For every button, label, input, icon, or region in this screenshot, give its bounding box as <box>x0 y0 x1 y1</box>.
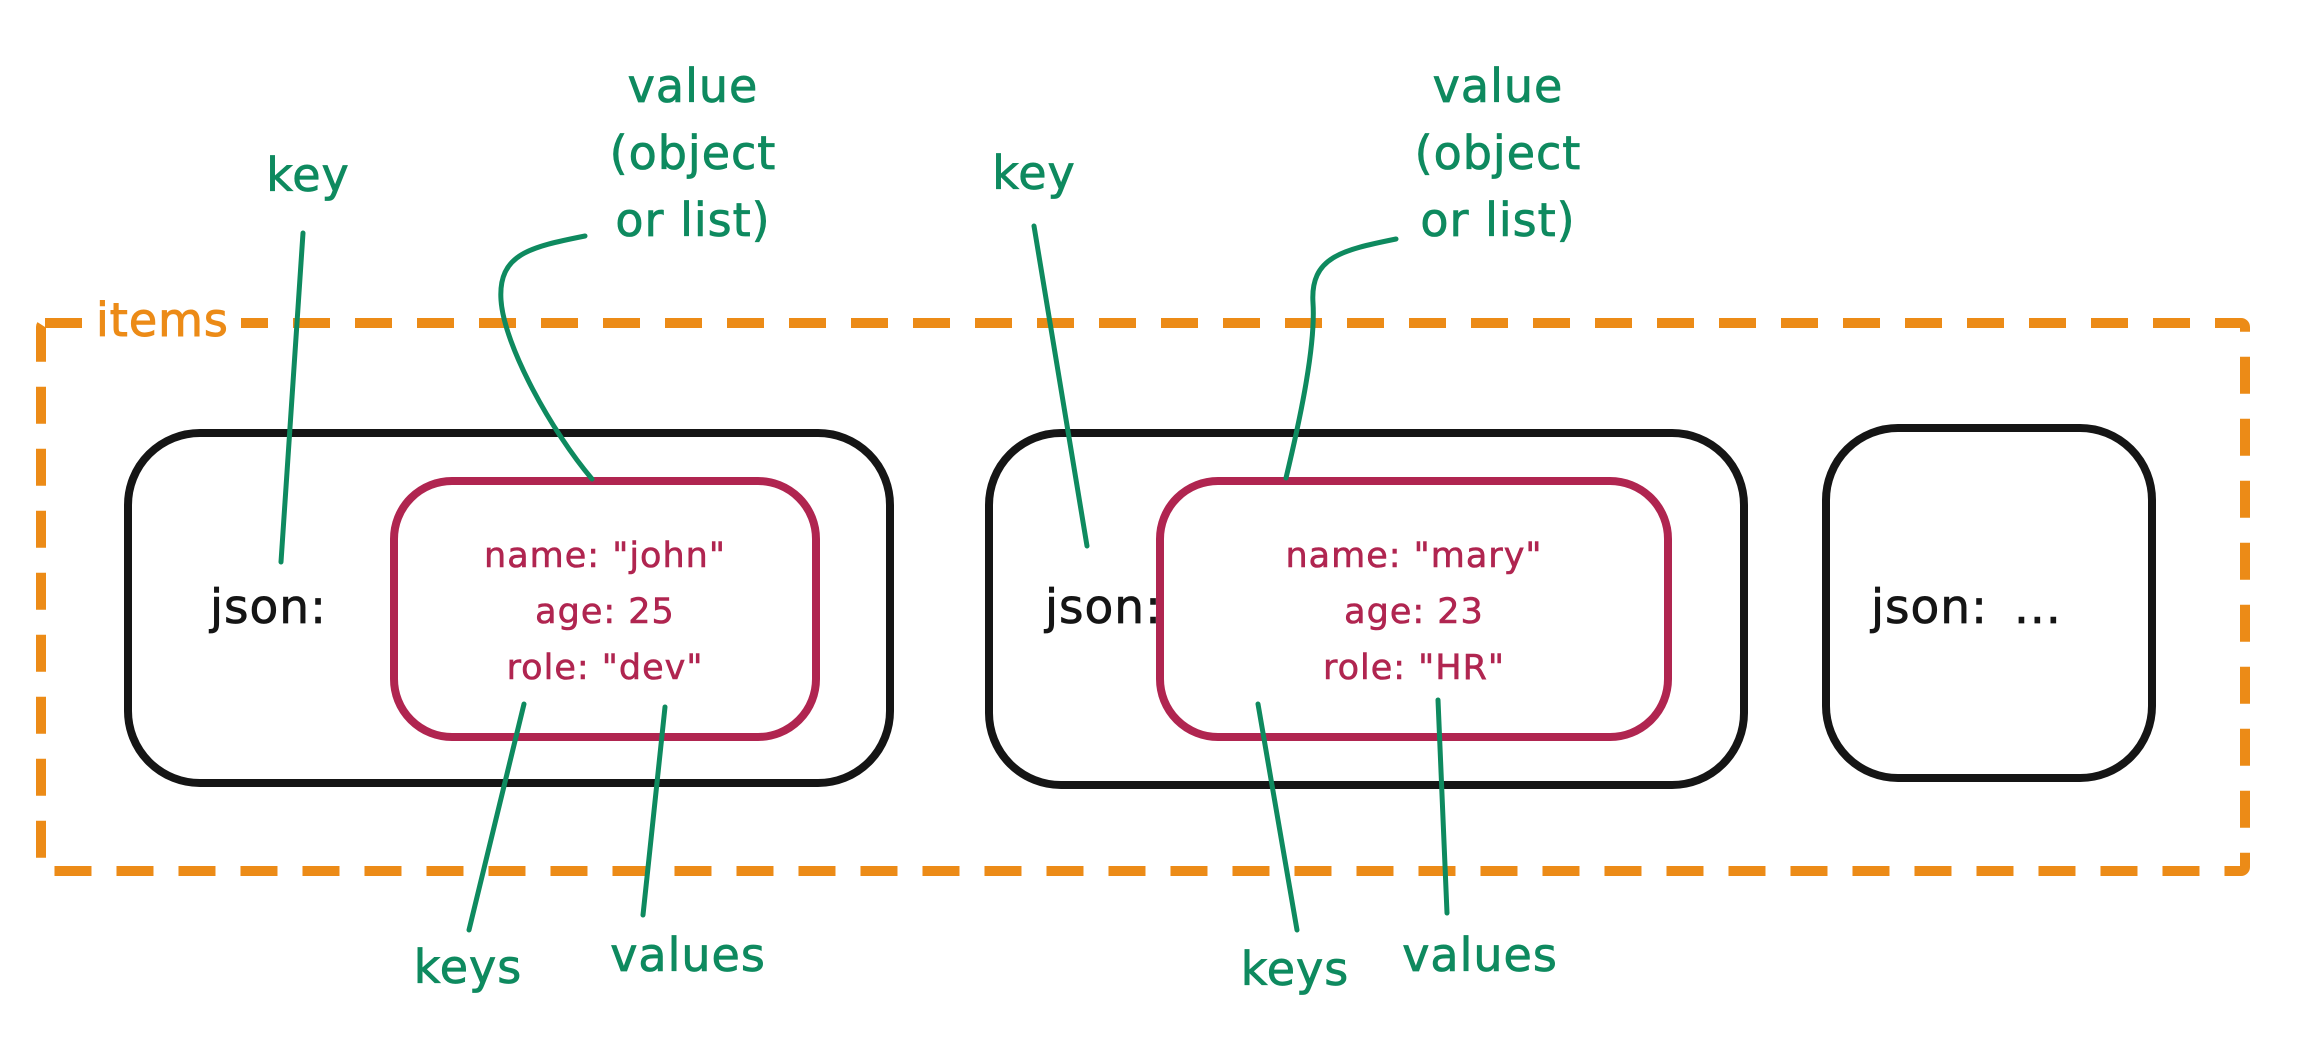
record-1-field-age: age: 25 <box>535 592 675 633</box>
record-2-key-label: json: <box>1045 580 1162 636</box>
object-box-2 <box>1156 477 1672 741</box>
record-box-1 <box>124 429 894 787</box>
record-2-field-role: role: "HR" <box>1322 648 1506 689</box>
key-pointer-line-1 <box>278 230 306 565</box>
record-box-3 <box>1822 424 2156 782</box>
items-container-label: items <box>84 293 241 348</box>
record-3-key-text: json: <box>1871 580 1988 636</box>
record-box-2 <box>985 429 1748 789</box>
record-2-field-name: name: "mary" <box>1285 536 1543 577</box>
record-1-field-name: name: "john" <box>484 536 726 577</box>
value-annotation-2: value (object or list) <box>1414 59 1582 248</box>
record-3-key-label: json:... <box>1871 580 2062 636</box>
keys-pointer-line-2 <box>1255 701 1300 933</box>
record-3-ellipsis: ... <box>2013 580 2062 636</box>
record-1-field-role: role: "dev" <box>506 648 704 689</box>
values-annotation-2: values <box>1402 928 1558 983</box>
keys-annotation-2: keys <box>1240 942 1350 997</box>
items-container-border <box>36 318 2250 876</box>
values-pointer-line-2 <box>1435 697 1450 916</box>
key-annotation-1: key <box>266 148 350 203</box>
value-annotation-1: value (object or list) <box>609 59 777 248</box>
key-annotation-2: key <box>992 146 1076 201</box>
record-2-field-age: age: 23 <box>1344 592 1484 633</box>
key-pointer-line-2 <box>1031 223 1090 549</box>
values-annotation-1: values <box>610 928 766 983</box>
record-2-object-fields: name: "mary" age: 23 role: "HR" <box>1234 528 1594 696</box>
values-pointer-line-1 <box>640 704 668 918</box>
record-1-object-fields: name: "john" age: 25 role: "dev" <box>425 528 785 696</box>
object-box-1 <box>390 477 820 741</box>
keys-pointer-line-1 <box>466 701 527 933</box>
keys-annotation-1: keys <box>413 940 523 995</box>
value-pointer-curve-2 <box>1283 236 1399 481</box>
value-pointer-curve-1 <box>498 233 595 482</box>
record-1-key-label: json: <box>210 580 327 636</box>
